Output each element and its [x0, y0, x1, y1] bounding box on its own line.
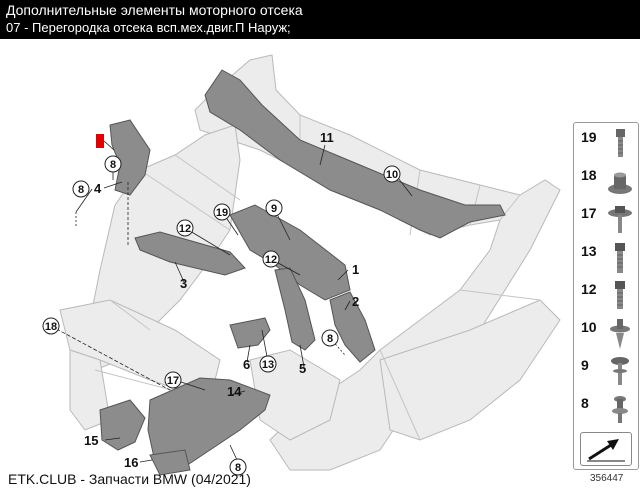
arrow-icon: [587, 439, 625, 462]
svg-text:9: 9: [271, 203, 277, 215]
svg-text:8: 8: [78, 184, 84, 196]
callout-8: 8: [229, 458, 247, 476]
legend-number: 8: [581, 395, 589, 411]
label-5: 5: [299, 361, 306, 376]
legend-item[interactable]: 9: [574, 353, 638, 391]
svg-text:8: 8: [235, 462, 241, 474]
callout-9: 9: [265, 199, 283, 217]
orientation-arrow-box: [580, 432, 632, 466]
label-11: 11: [320, 130, 334, 145]
label-1: 1: [352, 262, 359, 277]
label-16: 16: [124, 455, 138, 470]
part-3-panel: [134, 231, 246, 276]
legend-number: 13: [581, 243, 597, 259]
callout-8: 8: [72, 180, 90, 198]
svg-text:17: 17: [167, 375, 179, 387]
legend-number: 19: [581, 129, 597, 145]
page-title: Дополнительные элементы моторного отсека: [6, 2, 303, 18]
part-16-bracket: [149, 449, 191, 476]
document-number: 356447: [590, 473, 624, 484]
highlighted-parts: [99, 69, 506, 476]
callout-13: 13: [259, 355, 277, 373]
label-2: 2: [352, 294, 359, 309]
callout-18: 18: [42, 317, 60, 335]
callout-12: 12: [176, 219, 194, 237]
svg-text:8: 8: [110, 159, 116, 171]
part-2-bracket: [329, 291, 376, 363]
legend-item[interactable]: 13: [574, 239, 638, 277]
legend-item[interactable]: 18: [574, 163, 638, 201]
legend-item[interactable]: 12: [574, 277, 638, 315]
legend-item[interactable]: 17: [574, 201, 638, 239]
label-14: 14: [227, 384, 242, 399]
callout-8: 8: [104, 155, 122, 173]
svg-text:10: 10: [386, 169, 398, 181]
legend-number: 9: [581, 357, 589, 373]
legend-number: 10: [581, 319, 597, 335]
svg-text:19: 19: [216, 207, 228, 219]
svg-text:18: 18: [45, 321, 57, 333]
nut-icon: [608, 172, 632, 194]
part-11-cowl-panel: [204, 69, 506, 239]
title-bar: Дополнительные элементы моторного отсека…: [0, 0, 640, 39]
callout-8: 8: [321, 329, 339, 347]
label-6: 6: [243, 357, 250, 372]
part-4-bracket: [109, 119, 151, 196]
part-6-cover: [229, 317, 271, 349]
legend-item[interactable]: 8: [574, 391, 638, 429]
fastener-legend: 19 18 17 13 12 10 9 8: [573, 122, 639, 470]
svg-text:8: 8: [327, 333, 333, 345]
bolt-icon: [616, 129, 625, 157]
part-14-shield: [147, 377, 271, 471]
legend-number: 17: [581, 205, 597, 221]
footer-source: ETK.CLUB - Запчасти BMW (04/2021): [8, 471, 251, 487]
rivet-icon: [612, 396, 628, 423]
svg-text:12: 12: [265, 254, 277, 266]
callout-12: 12: [262, 250, 280, 268]
svg-text:12: 12: [179, 223, 191, 235]
parts-diagram: 8 8 19 12 9 12 10 18 8 13 17 8 11 4 3 1 …: [42, 54, 561, 476]
label-15: 15: [84, 433, 98, 448]
hex-bolt-icon: [615, 243, 625, 273]
callout-19: 19: [213, 203, 231, 221]
legend-item[interactable]: 19: [574, 125, 638, 163]
part-15-bracket: [99, 399, 146, 451]
page-subtitle: 07 - Перегородка отсека всп.мех.двиг.П Н…: [6, 20, 291, 35]
legend-item[interactable]: 10: [574, 315, 638, 353]
legend-number: 12: [581, 281, 597, 297]
clip-icon: [610, 319, 630, 349]
callout-10: 10: [383, 165, 401, 183]
label-4: 4: [94, 181, 102, 196]
screw-icon: [611, 357, 629, 385]
svg-text:13: 13: [262, 359, 274, 371]
legend-number: 18: [581, 167, 597, 183]
screw-washer-icon: [608, 206, 632, 233]
red-marker: [96, 134, 104, 148]
callout-17: 17: [164, 371, 182, 389]
part-5-support: [274, 267, 316, 351]
part-1-bracket: [229, 204, 351, 301]
label-3: 3: [180, 276, 187, 291]
hex-bolt-icon: [615, 281, 625, 309]
